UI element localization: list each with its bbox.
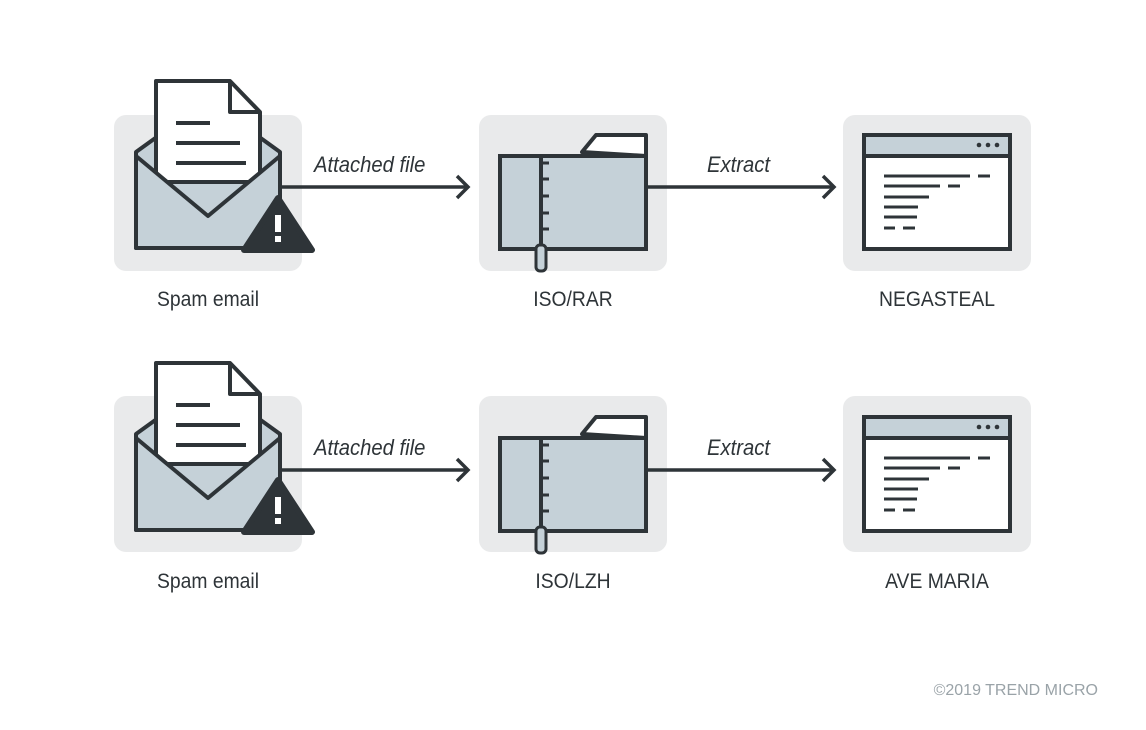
- spam-email-icon: [134, 361, 315, 535]
- spam-email-icon: [134, 79, 315, 253]
- edge-label-extract: Extract: [707, 435, 770, 460]
- arrow-attached: [282, 174, 471, 200]
- archive-label: ISO/RAR: [533, 288, 613, 311]
- warning-icon: [241, 195, 315, 253]
- zip-folder-icon: [498, 415, 648, 555]
- program-window-icon: [862, 133, 1012, 251]
- zip-folder-icon: [498, 133, 648, 273]
- source-label: Spam email: [156, 570, 260, 593]
- edge-label-extract: Extract: [707, 152, 770, 177]
- arrow-extract: [646, 457, 837, 483]
- edge-label-attached: Attached file: [314, 152, 426, 177]
- program-window-icon: [862, 415, 1012, 533]
- arrow-attached: [282, 457, 471, 483]
- warning-icon: [241, 477, 315, 535]
- copyright-notice: ©2019 TREND MICRO: [933, 682, 1098, 699]
- payload-label: AVE MARIA: [885, 570, 989, 593]
- arrow-extract: [646, 174, 837, 200]
- archive-label: ISO/LZH: [535, 570, 611, 593]
- edge-label-attached: Attached file: [314, 435, 426, 460]
- source-label: Spam email: [156, 288, 260, 311]
- payload-label: NEGASTEAL: [879, 288, 995, 311]
